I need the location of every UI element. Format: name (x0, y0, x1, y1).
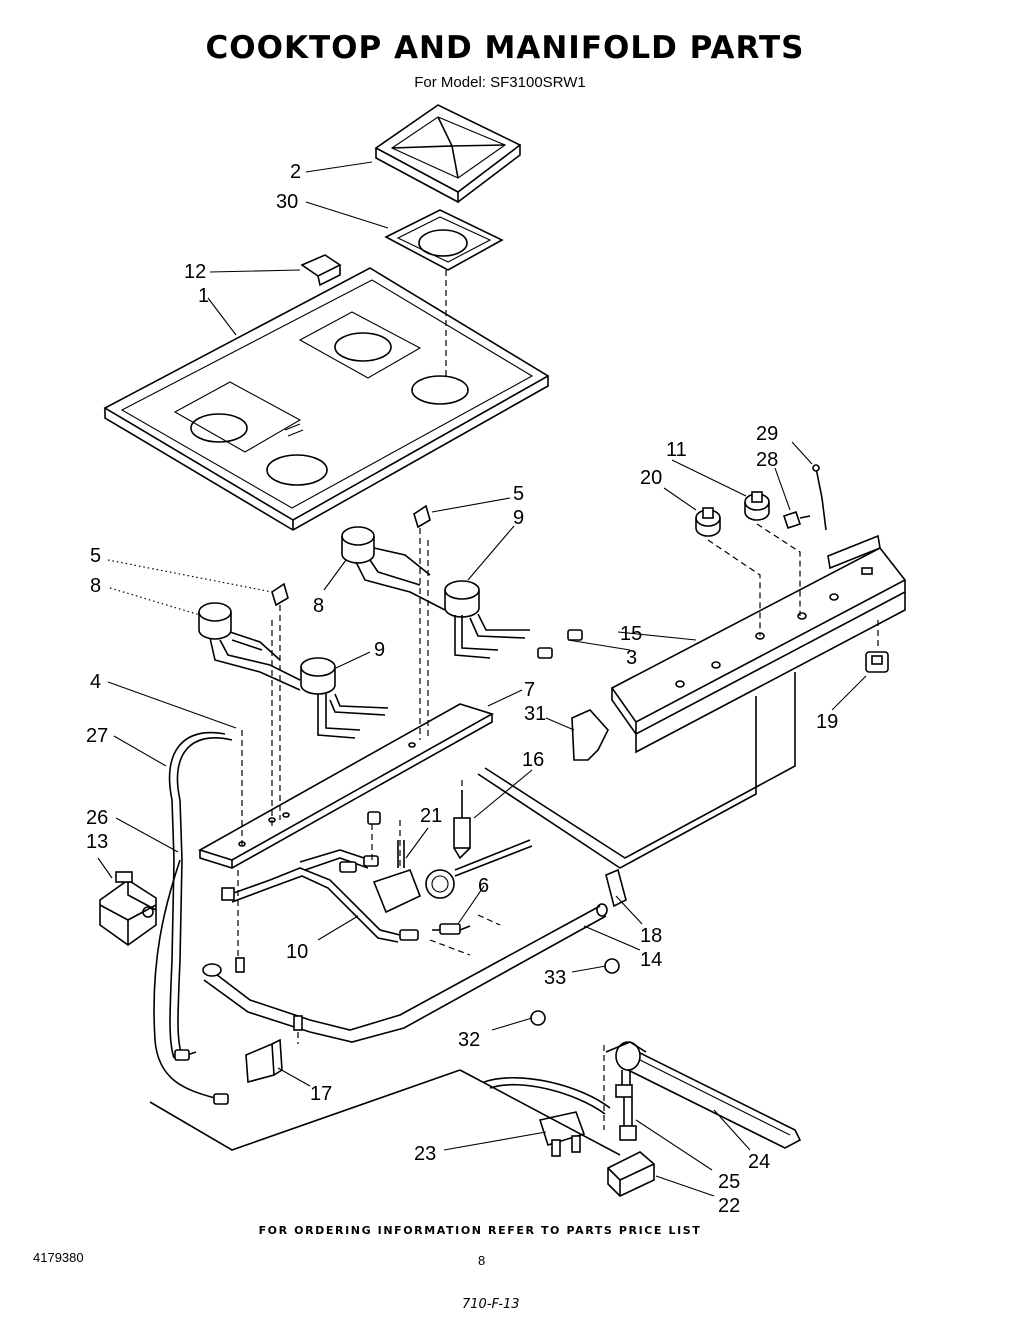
page-number: 8 (478, 1253, 486, 1268)
callout-27: 27 (86, 725, 108, 747)
callout-21: 21 (420, 805, 442, 827)
clip-part (300, 254, 342, 287)
model-subtitle: For Model: SF3100SRW1 (414, 74, 586, 91)
callout-9-right: 9 (513, 507, 524, 529)
callout-30: 30 (276, 191, 298, 213)
manifold-panel-part (610, 534, 907, 754)
grate-part (374, 104, 522, 204)
callout-6: 6 (478, 875, 489, 897)
callout-15: 15 (620, 623, 642, 645)
burner-bowl-part (384, 209, 504, 271)
callout-18: 18 (640, 925, 662, 947)
callout-31: 31 (524, 703, 546, 725)
callout-14: 14 (640, 949, 662, 971)
callout-17: 17 (310, 1083, 332, 1105)
valve-and-line-parts (221, 790, 627, 1084)
left-burner-assembly (198, 582, 389, 739)
manifold-tube-part (202, 903, 608, 1043)
knob-parts (571, 464, 889, 761)
callout-5-right: 5 (513, 483, 524, 505)
callout-8-right: 8 (313, 595, 324, 617)
callout-3: 3 (626, 647, 637, 669)
leader-lines (97, 161, 867, 1197)
callout-8-left: 8 (90, 575, 101, 597)
callout-22: 22 (718, 1195, 740, 1217)
oven-burner-assembly (483, 1041, 802, 1197)
callout-13: 13 (86, 831, 108, 853)
callout-16: 16 (522, 749, 544, 771)
callout-5-left: 5 (90, 545, 101, 567)
callout-7: 7 (524, 679, 535, 701)
callout-2: 2 (290, 161, 301, 183)
gas-tube-part (153, 731, 233, 1105)
callout-26: 26 (86, 807, 108, 829)
callout-4: 4 (90, 671, 101, 693)
callout-labels: 2 30 12 1 5 9 5 8 8 9 4 7 27 26 13 11 20… (86, 161, 838, 1217)
document-number: 4179380 (33, 1250, 84, 1265)
callout-10: 10 (286, 941, 308, 963)
page-title: COOKTOP AND MANIFOLD PARTS (205, 30, 805, 66)
callout-33: 33 (544, 967, 566, 989)
callout-19: 19 (816, 711, 838, 733)
callout-12: 12 (184, 261, 206, 283)
callout-28: 28 (756, 449, 778, 471)
callout-24: 24 (748, 1151, 770, 1173)
callout-32: 32 (458, 1029, 480, 1051)
callout-25: 25 (718, 1171, 740, 1193)
cooktop-part (103, 267, 550, 531)
right-burner-assembly (341, 504, 583, 659)
callout-9-left: 9 (374, 639, 385, 661)
rear-rail-part (197, 703, 495, 869)
ordering-note: FOR ORDERING INFORMATION REFER TO PARTS … (258, 1224, 702, 1237)
callout-23: 23 (414, 1143, 436, 1165)
handwritten-note: 710-F-13 (462, 1297, 520, 1312)
callout-11: 11 (666, 439, 687, 461)
pressure-regulator-part (99, 871, 157, 946)
callout-1: 1 (198, 285, 209, 307)
callout-20: 20 (640, 467, 662, 489)
callout-29: 29 (756, 423, 778, 445)
assembly-guide-lines (149, 270, 879, 1156)
